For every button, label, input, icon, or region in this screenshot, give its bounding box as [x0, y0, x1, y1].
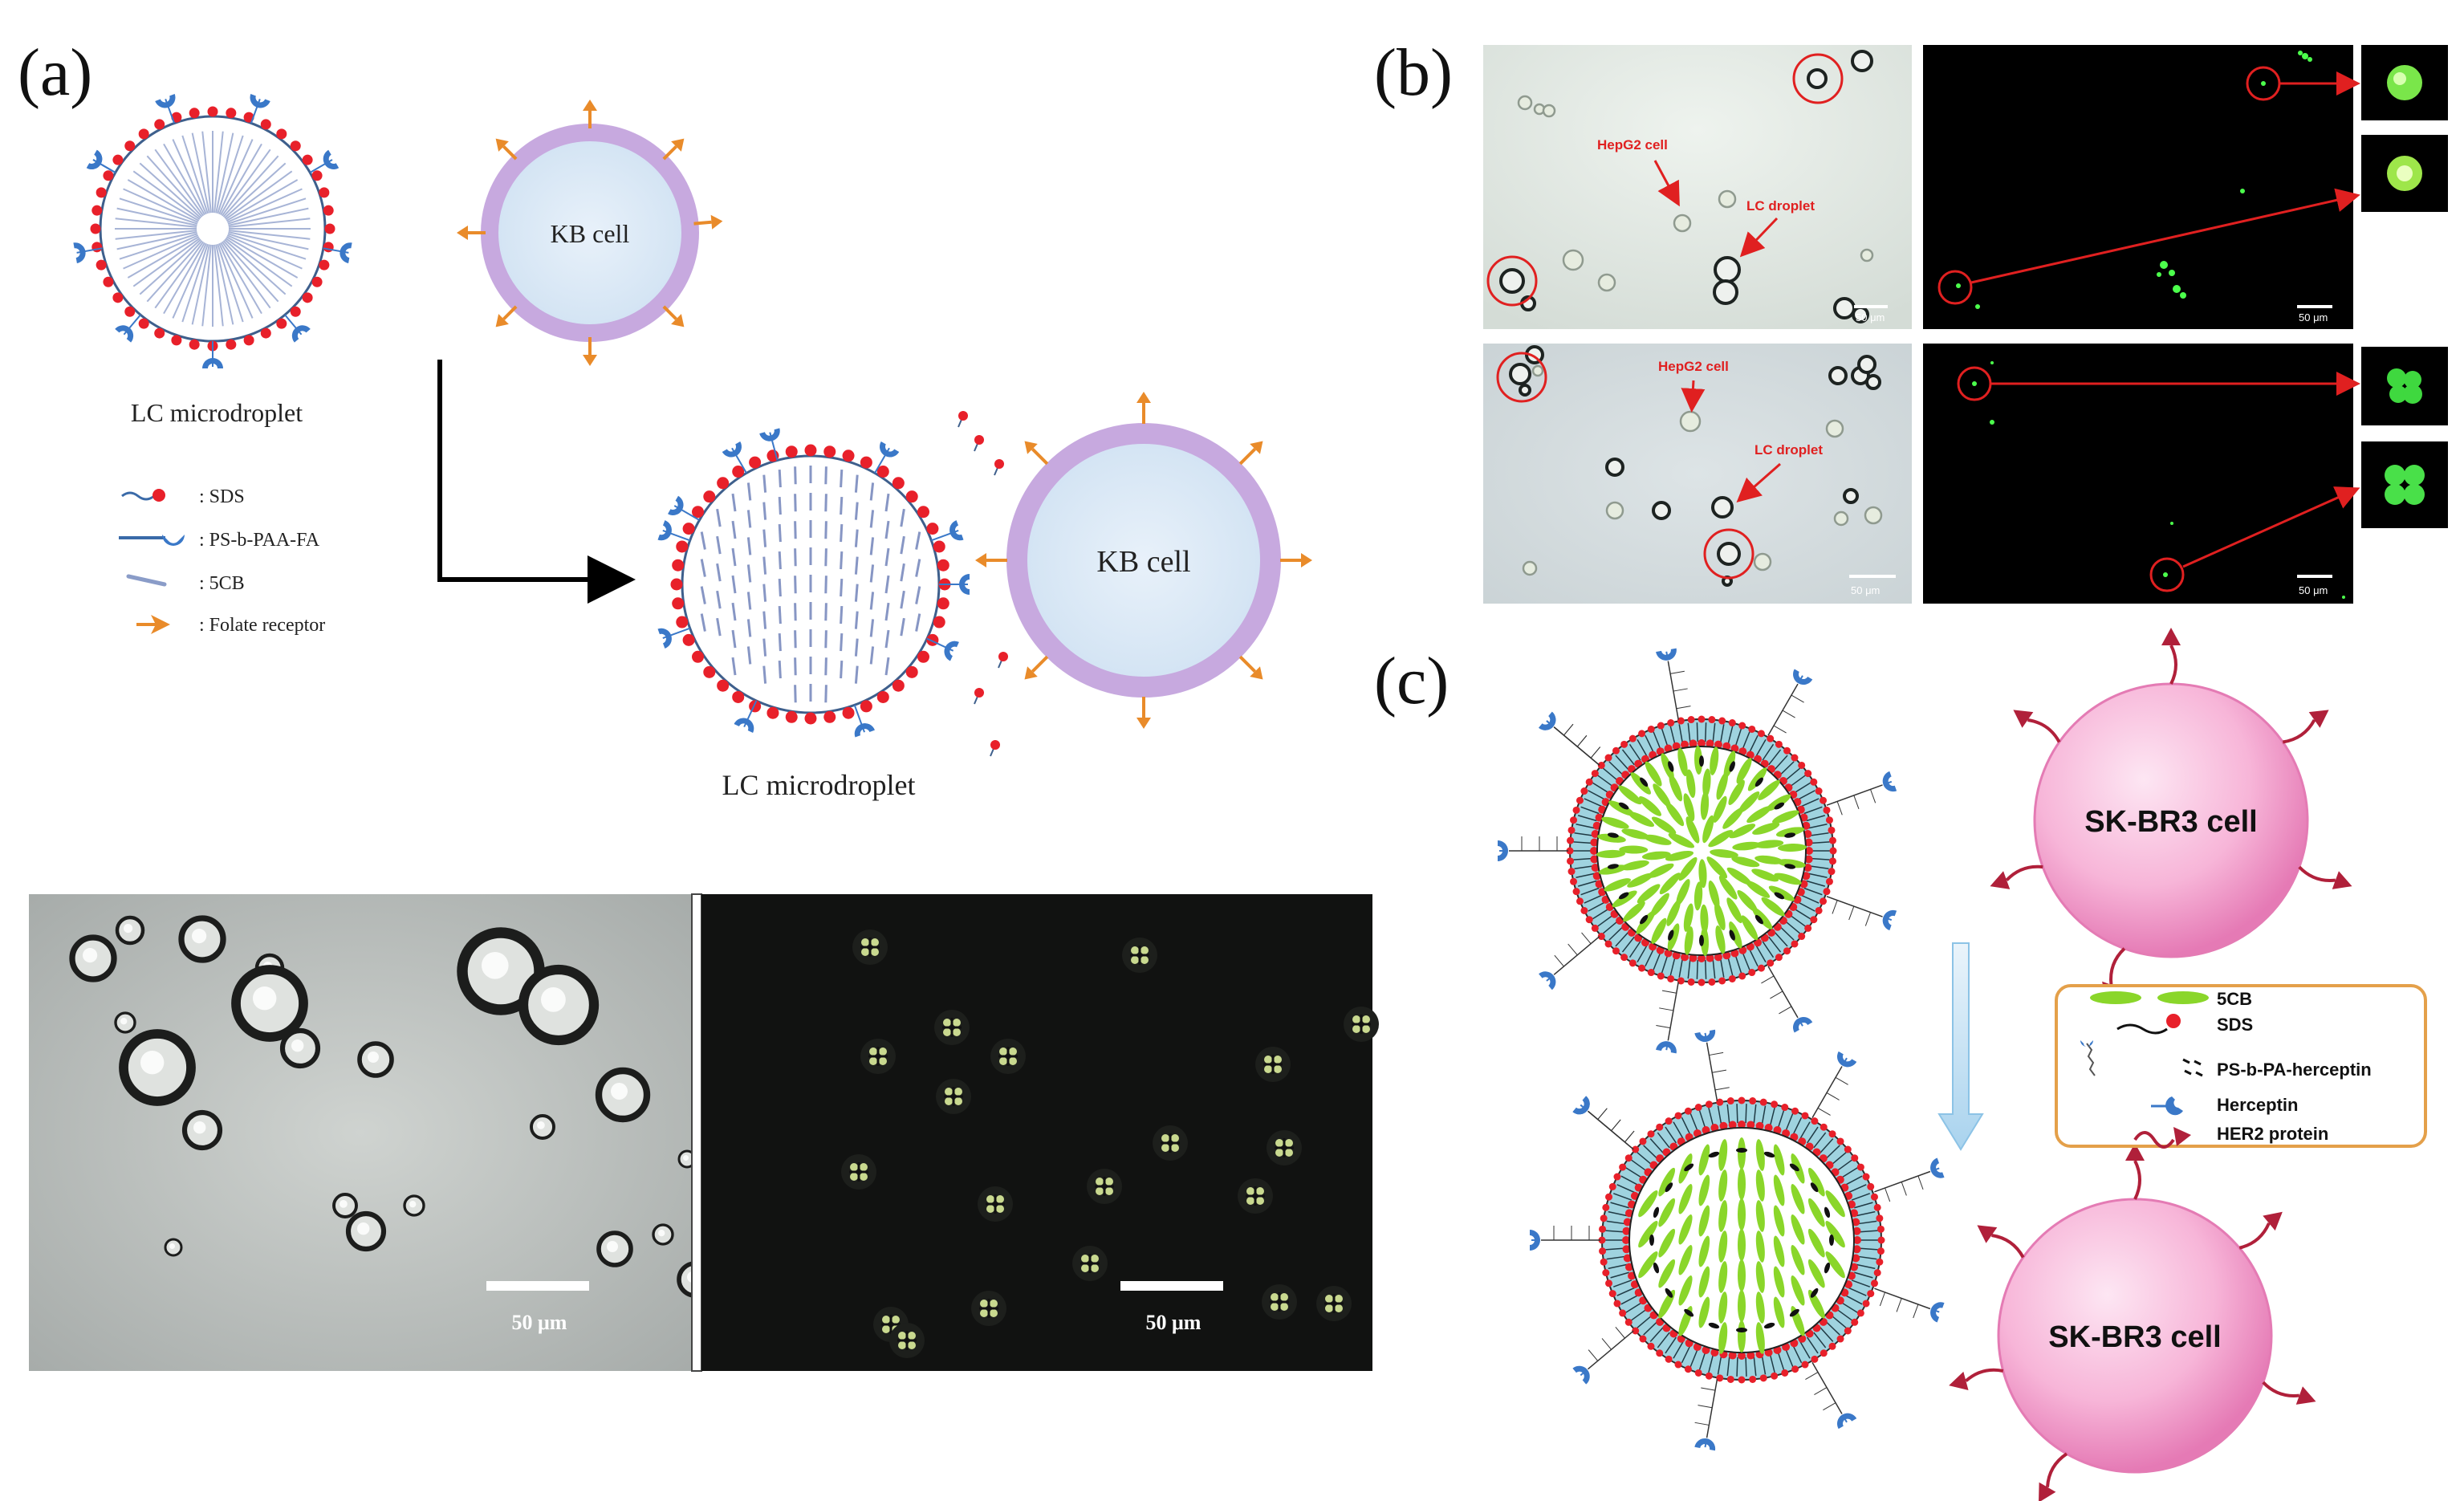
lc-droplet-radial-c: [1498, 648, 1897, 1054]
lc-microdroplet-radial: [73, 94, 352, 368]
panel-b-brightfield-top: HepG2 cell LC droplet 50 μm: [1483, 45, 1912, 329]
process-arrow: [437, 360, 636, 604]
scale-bar-b-top-fl: 50 μm: [2299, 311, 2328, 323]
panel-b-label: (b): [1374, 35, 1453, 110]
legend-c-sds: SDS: [2217, 1015, 2253, 1035]
legend-a-sds: : SDS: [199, 486, 245, 507]
brightfield-micrograph: 50 μm: [29, 894, 714, 1371]
sk-br3-cell-bottom: [1949, 1143, 2316, 1501]
5cb-icon: [2090, 991, 2209, 1004]
legend-c: 5CB SDS PS-b-PA-herceptin Herceptin HER2…: [2055, 984, 2427, 1149]
sk-br3-cell-bottom-label: SK-BR3 cell: [2048, 1320, 2221, 1354]
ps-b-pa-herceptin-icon: [2080, 1040, 2203, 1077]
legend-c-her2: HER2 protein: [2217, 1124, 2328, 1144]
folate-receptor-icon: [136, 615, 170, 634]
legend-c-herceptin: Herceptin: [2217, 1095, 2298, 1115]
lc-droplet-bipolar-c: [1530, 1029, 1945, 1451]
legend-a-ps: : PS-b-PAA-FA: [199, 530, 320, 551]
lc-microdroplet-bipolar: [657, 411, 1008, 757]
legend-a: : SDS : PS-b-PAA-FA : 5CB : Folate recep…: [119, 486, 325, 636]
lc-microdroplet-bottom-label: LC microdroplet: [722, 769, 916, 801]
lc-droplet-label-bottom: LC droplet: [1754, 442, 1823, 458]
legend-c-5cb: 5CB: [2217, 989, 2252, 1009]
her2-protein-icon: [2133, 1127, 2191, 1149]
transition-arrow: [1937, 942, 1984, 1151]
scale-bar-polarized: 50 μm: [1146, 1311, 1202, 1334]
legend-a-folate: : Folate receptor: [199, 615, 325, 636]
sds-icon: [121, 489, 165, 502]
panel-b-fluorescence-top: 50 μm: [1923, 45, 2360, 329]
panel-c-label: (c): [1374, 644, 1450, 718]
legend-c-ps: PS-b-PA-herceptin: [2217, 1060, 2372, 1080]
5cb-icon: [126, 574, 167, 587]
panel-b-brightfield-bottom: HepG2 cell LC droplet 50 μm: [1483, 344, 1912, 604]
panel-b-fluorescence-bottom: 50 μm: [1923, 344, 2360, 604]
kb-cell-bottom-label: KB cell: [1096, 545, 1190, 579]
kb-cell-top-label: KB cell: [551, 219, 630, 248]
kb-cell-bottom: [975, 392, 1312, 729]
sk-br3-cell-top-label: SK-BR3 cell: [2084, 805, 2257, 839]
hepg2-label-bottom: HepG2 cell: [1658, 359, 1729, 374]
polarized-micrograph: 50 μm: [701, 894, 1379, 1371]
scale-bar-brightfield: 50 μm: [512, 1311, 567, 1334]
sds-icon: [2116, 1014, 2181, 1035]
scale-bar-b-bot-bf: 50 μm: [1851, 584, 1880, 596]
panel-b-insets: [2361, 45, 2448, 528]
legend-a-5cb: : 5CB: [199, 573, 245, 594]
scale-bar-b-top-bf: 50 μm: [1856, 311, 1885, 323]
scale-bar-b-bot-fl: 50 μm: [2299, 584, 2328, 596]
panel-a-label: (a): [18, 35, 93, 110]
hepg2-label-top: HepG2 cell: [1597, 137, 1668, 153]
sk-br3-cell-top: [1990, 628, 2352, 1002]
ps-b-paa-fa-icon: [119, 535, 185, 546]
lc-droplet-label-top: LC droplet: [1746, 198, 1815, 214]
lc-microdroplet-top-label: LC microdroplet: [131, 398, 303, 427]
kb-cell-top: [457, 100, 723, 366]
herceptin-icon: [2151, 1096, 2183, 1116]
